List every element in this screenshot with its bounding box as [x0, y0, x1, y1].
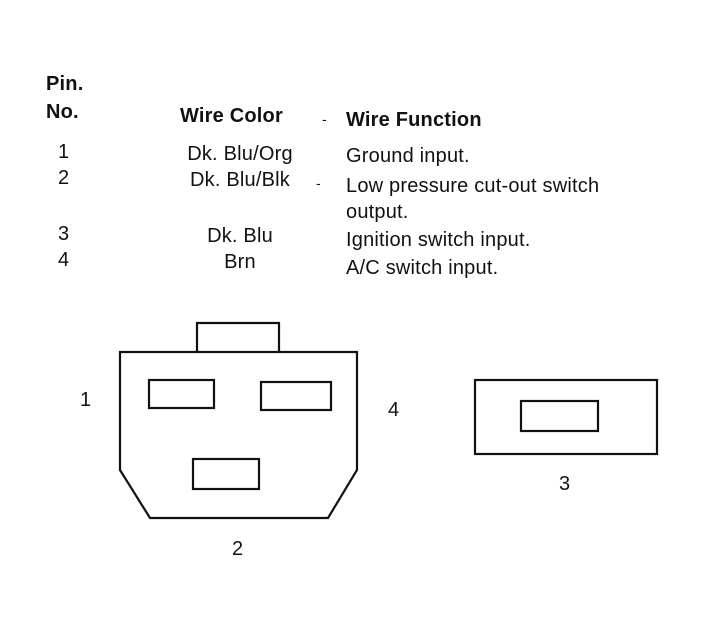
diagram-label-pin-1: 1: [80, 389, 92, 411]
diagram-label-pin-4: 4: [388, 399, 400, 421]
header-wire-function: Wire Function: [346, 109, 482, 131]
connector-lock-tab: [195, 321, 281, 352]
connector-body: [118, 350, 359, 520]
row-4-pin: 4: [58, 249, 70, 271]
row-2-function-line2: output.: [346, 201, 409, 223]
row-2-function-line1: Low pressure cut-out switch: [346, 175, 600, 197]
row-3-function: Ignition switch input.: [346, 229, 531, 251]
row-1-function: Ground input.: [346, 145, 470, 167]
header-wire-color: Wire Color: [180, 105, 283, 127]
header-pin-line1: Pin.: [46, 73, 84, 95]
row-2-color: Dk. Blu/Blk: [189, 169, 290, 191]
connector-single-body: [473, 378, 659, 456]
row-1-color: Dk. Blu/Org: [187, 143, 293, 165]
diagram-label-pin-2: 2: [232, 538, 244, 560]
header-pin-line2: No.: [46, 101, 79, 123]
row-4-function: A/C switch input.: [346, 257, 499, 279]
terminal-cavity-4: [259, 380, 333, 412]
diagram-label-pin-3: 3: [559, 473, 571, 495]
terminal-cavity-3: [519, 399, 600, 433]
row-3-pin: 3: [58, 223, 70, 245]
header-dash: -: [322, 111, 327, 127]
row-2-dash: -: [316, 175, 321, 191]
row-4-color: Brn: [224, 251, 256, 273]
row-1-pin: 1: [58, 141, 70, 163]
row-3-color: Dk. Blu: [207, 225, 273, 247]
row-2-pin: 2: [58, 167, 70, 189]
terminal-cavity-2: [191, 457, 261, 491]
terminal-cavity-1: [147, 378, 216, 410]
